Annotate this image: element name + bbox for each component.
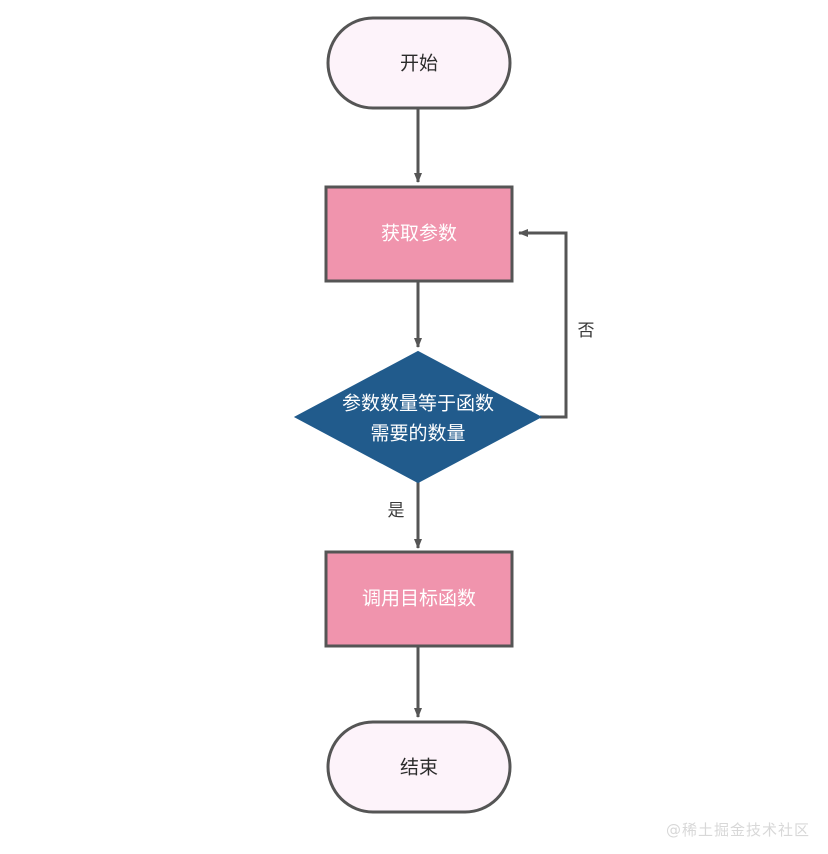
node-end[interactable]: 结束 <box>326 720 512 814</box>
node-call-function-label: 调用目标函数 <box>362 588 476 610</box>
node-start-label: 开始 <box>400 53 438 75</box>
edge-path <box>518 229 568 419</box>
edge-label-no: 否 <box>578 321 595 341</box>
node-end-label: 结束 <box>400 757 438 779</box>
node-get-params-label: 获取参数 <box>381 223 457 245</box>
node-check-count-shape[interactable] <box>293 350 543 484</box>
node-get-params[interactable]: 获取参数 <box>324 185 514 283</box>
edge-label-yes: 是 <box>388 501 405 521</box>
node-check-count[interactable]: 参数数量等于函数 需要的数量 <box>293 350 543 484</box>
node-check-count-label-line2: 需要的数量 <box>370 423 465 445</box>
edge-check-to-get-params-loop: 否 <box>518 229 595 419</box>
node-start-shape[interactable] <box>326 16 512 110</box>
node-call-function-shape[interactable] <box>324 550 514 648</box>
node-get-params-shape[interactable] <box>324 185 514 283</box>
node-call-function[interactable]: 调用目标函数 <box>324 550 514 648</box>
node-end-shape[interactable] <box>326 720 512 814</box>
node-check-count-label-line1: 参数数量等于函数 <box>342 393 494 415</box>
edge-check-to-call: 是 <box>388 482 422 549</box>
node-start[interactable]: 开始 <box>326 16 512 110</box>
watermark: @稀土掘金技术社区 <box>665 821 810 839</box>
